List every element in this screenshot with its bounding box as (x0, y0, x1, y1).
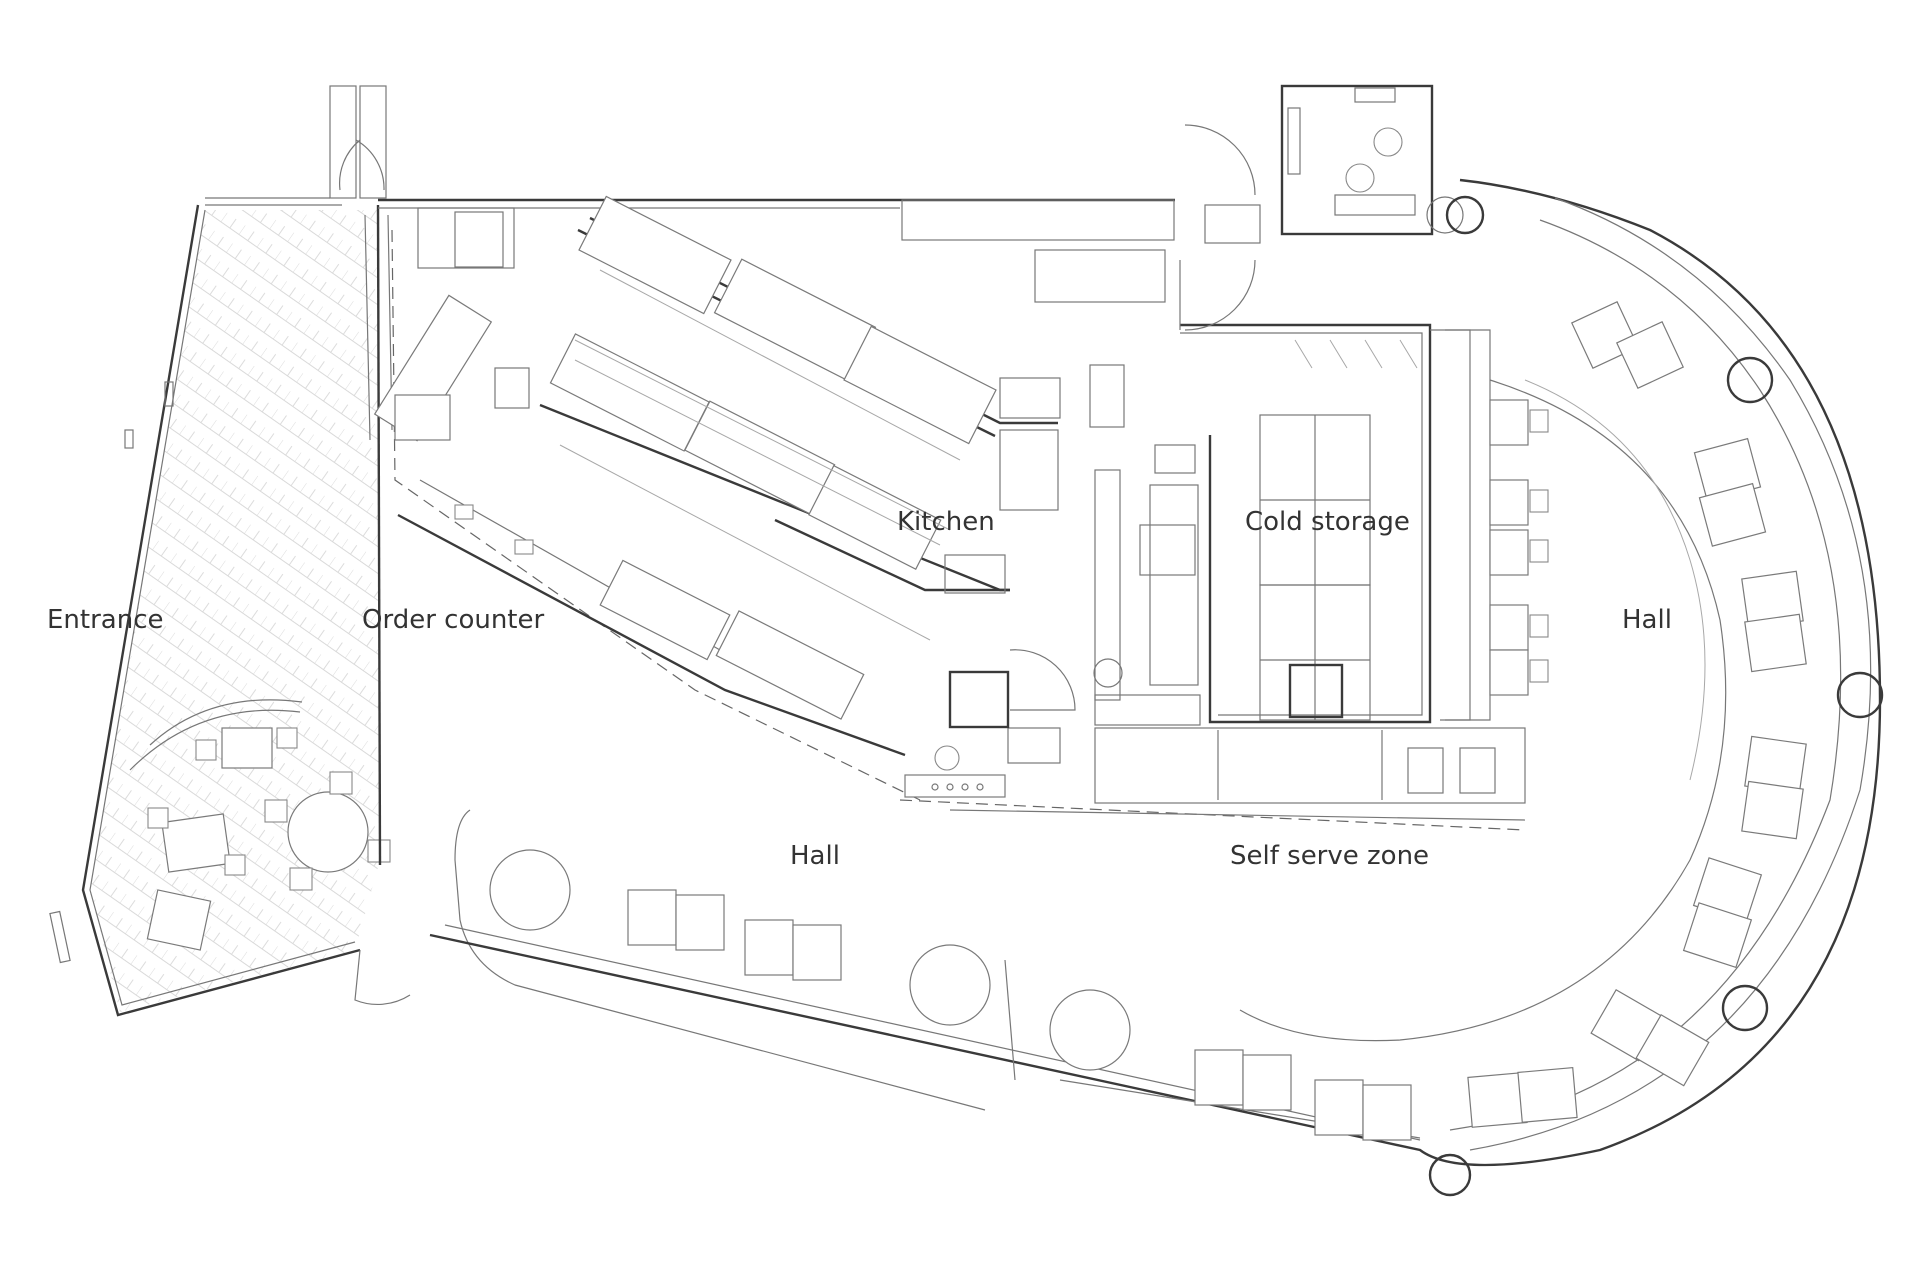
kitchen-equipment (549, 195, 1201, 764)
entrance-door (329, 85, 387, 199)
label-kitchen: Kitchen (897, 507, 995, 537)
hall-right-booths (1467, 300, 1807, 1128)
label-hall-main: Hall (790, 841, 840, 871)
cold-storage-zone (1179, 84, 1471, 724)
entrance-wall (81, 204, 361, 1017)
office-room (1280, 84, 1464, 236)
hall-bottom-seating (489, 849, 1412, 1141)
kitchen-zone (378, 195, 1201, 798)
order-counter-zone (364, 204, 921, 866)
hall-zone (354, 178, 1884, 1197)
label-cold-storage: Cold storage (1245, 507, 1410, 537)
label-order-counter: Order counter (362, 605, 545, 635)
self-serve-zone (899, 727, 1526, 831)
entrance-seating (129, 699, 391, 951)
hall-right-bar-seating (1489, 399, 1549, 696)
entrance-zone (49, 85, 391, 1017)
label-entrance: Entrance (47, 605, 164, 635)
cashier-station (904, 745, 1006, 798)
label-self-serve-zone: Self serve zone (1230, 841, 1429, 871)
label-hall-right: Hall (1622, 605, 1672, 635)
